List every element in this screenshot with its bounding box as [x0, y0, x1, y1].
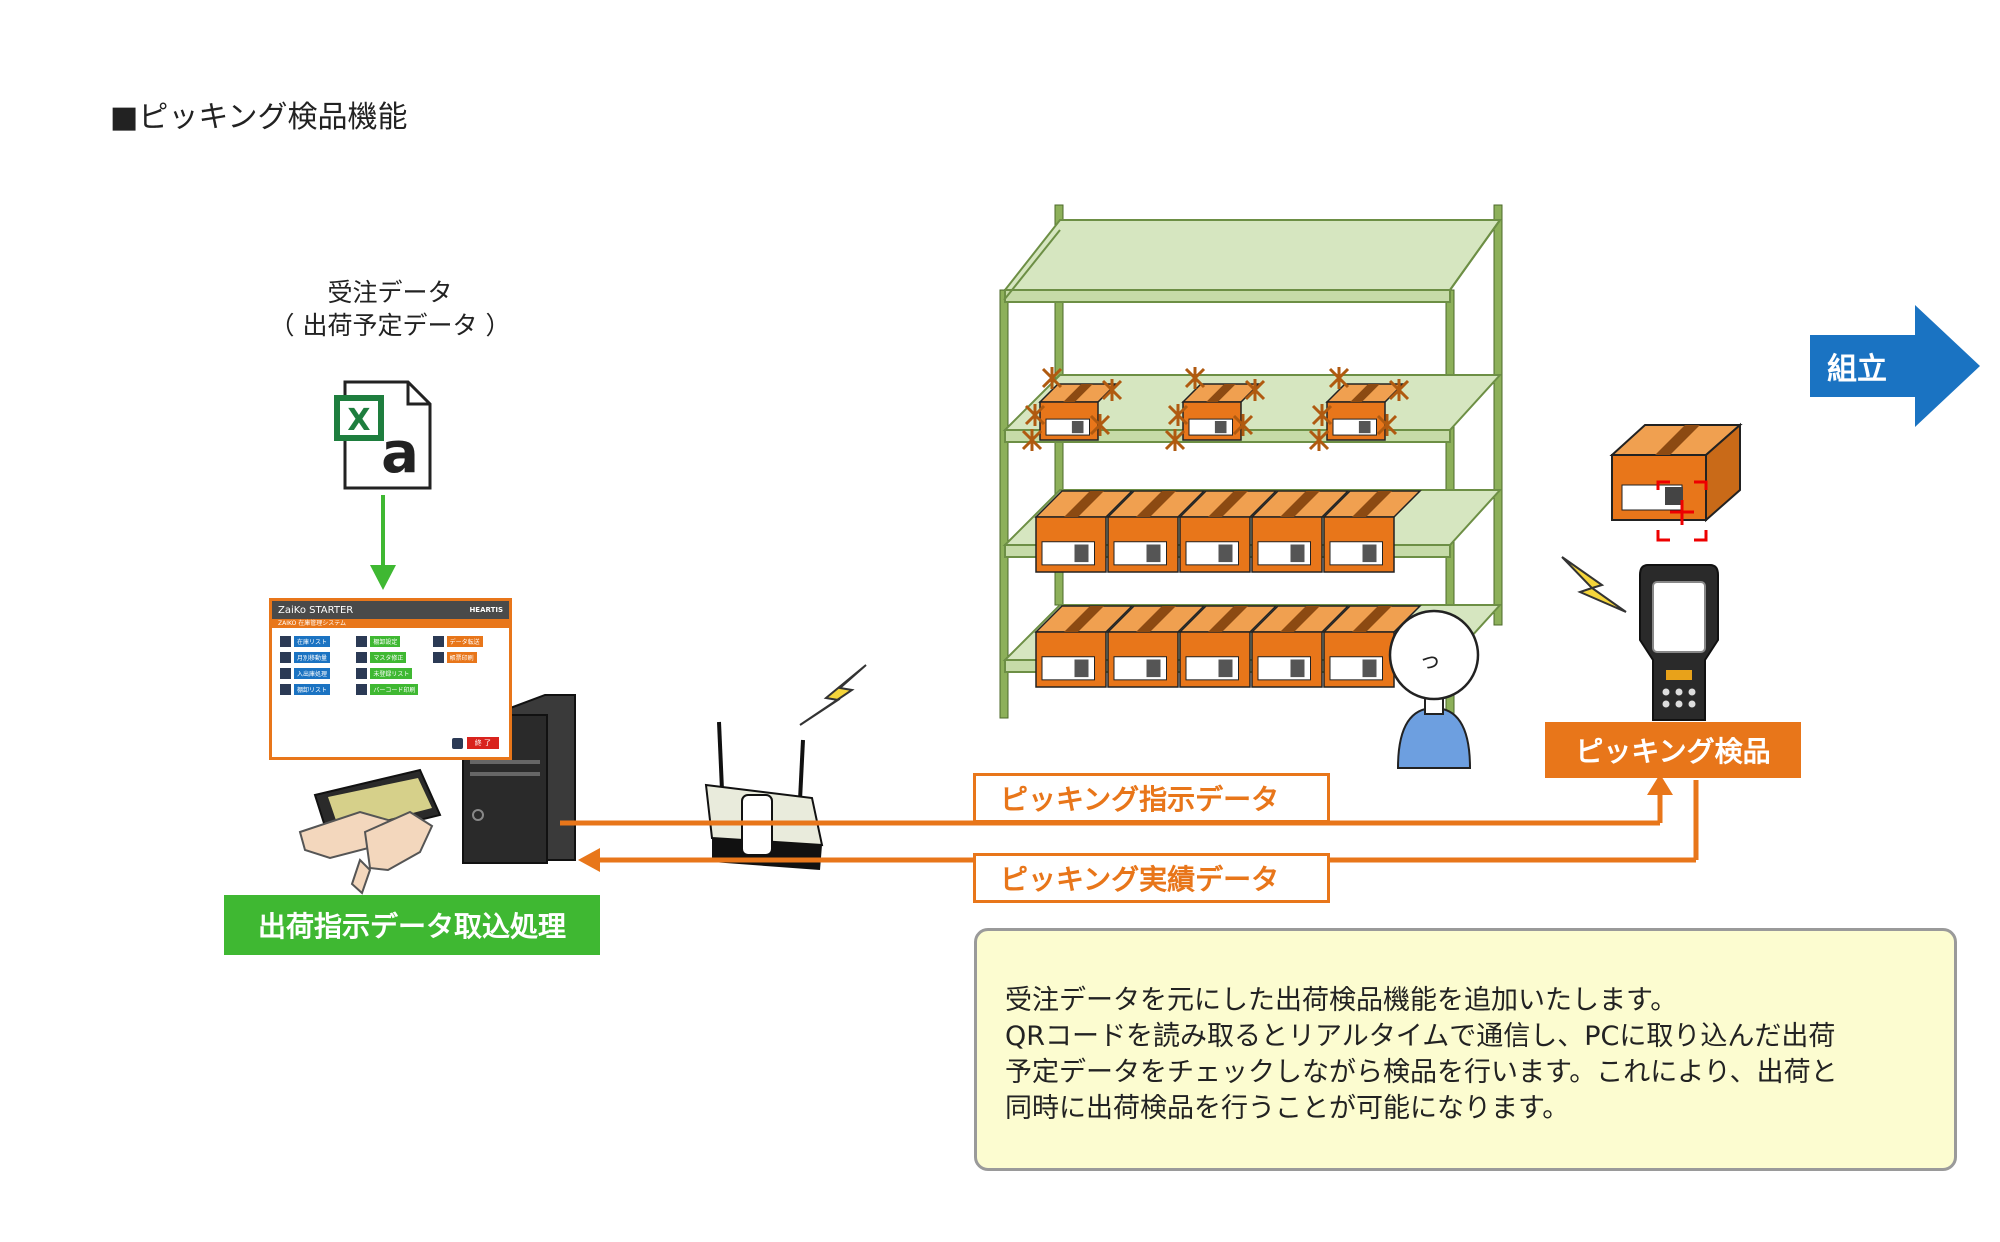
menu-icon	[280, 668, 291, 679]
cardboard-box-icon	[1250, 605, 1350, 688]
cardboard-box-icon	[1178, 605, 1278, 688]
svg-text:a: a	[381, 421, 419, 486]
wireless-router-icon	[704, 721, 824, 870]
menu-button-inventory-settings[interactable]: 棚卸設定	[356, 636, 426, 647]
import-process-label: 出荷指示データ取込処理	[224, 895, 600, 955]
svg-text:っ: っ	[1419, 649, 1441, 674]
menu-icon	[356, 684, 368, 695]
empty-slot-mark	[1311, 404, 1333, 426]
empty-slot-mark	[1308, 429, 1330, 451]
cardboard-box-icon	[1034, 490, 1134, 573]
picking-instruction-line	[560, 774, 1673, 826]
app-name: ZaiKo STARTER	[278, 604, 354, 616]
cardboard-box-icon	[1322, 490, 1422, 573]
empty-slot-mark	[1167, 404, 1189, 426]
menu-icon	[356, 636, 368, 647]
cardboard-box-icon	[1038, 383, 1118, 441]
description-line: QRコードを読み取るとリアルタイムで通信し、PCに取り込んだ出荷	[1005, 1021, 1836, 1052]
power-icon	[451, 737, 463, 749]
description-line: 予定データをチェックしながら検品を行います。これにより、出荷と	[1005, 1057, 1838, 1088]
pc-tower-icon	[462, 694, 576, 864]
cardboard-box-icon	[1106, 605, 1206, 688]
empty-slot-mark	[1232, 414, 1254, 436]
order-data-label: 受注データ （ 出荷予定データ ）	[250, 276, 530, 342]
empty-slot-mark	[1164, 429, 1186, 451]
menu-icon	[432, 652, 444, 663]
empty-slot-mark	[1328, 367, 1350, 389]
menu-icon	[356, 652, 368, 663]
import-arrow	[370, 495, 396, 590]
pc-monitor-screen: ZaiKo STARTER HEARTIS ZAIKO 在庫管理システム 在庫リ…	[269, 598, 512, 760]
menu-button-barcode-print[interactable]: バーコード印刷	[356, 684, 426, 695]
picking-check-label: ピッキング検品	[1545, 722, 1801, 778]
menu-button-stocktake-list[interactable]: 棚卸リスト	[280, 684, 350, 695]
cardboard-box-icon	[1034, 605, 1134, 688]
menu-button-in-out-process[interactable]: 入出庫処理	[280, 668, 350, 679]
menu-icon	[432, 636, 444, 647]
menu-button-master-edit[interactable]: マスタ修正	[356, 652, 426, 663]
exit-button[interactable]: 終 了	[466, 737, 499, 749]
menu-icon	[356, 668, 368, 679]
assembly-label: 組立	[1827, 352, 1887, 387]
cardboard-box-icon	[1250, 490, 1350, 573]
menu-button-unregistered-list[interactable]: 未登録リスト	[356, 668, 426, 679]
empty-slot-mark	[1184, 367, 1206, 389]
empty-slot-mark	[1021, 429, 1043, 451]
empty-slot-mark	[1101, 379, 1123, 401]
order-data-line2: （ 出荷予定データ ）	[269, 311, 511, 340]
menu-button-stock-list[interactable]: 在庫リスト	[280, 636, 350, 647]
description-line: 同時に出荷検品を行うことが可能になります。	[1005, 1093, 1570, 1124]
picking-instruction-label: ピッキング指示データ	[973, 773, 1330, 823]
scanned-box-icon	[1609, 422, 1743, 542]
menu-icon	[280, 652, 291, 663]
worker-icon: っ	[1388, 609, 1480, 769]
cardboard-box-icon	[1322, 605, 1422, 688]
menu-icon	[280, 684, 291, 695]
menu-button-data-transfer[interactable]: データ転送	[432, 636, 503, 647]
router-signal-icon	[799, 664, 867, 726]
assembly-arrow	[1810, 305, 1980, 427]
empty-slot-mark	[1024, 404, 1046, 426]
menu-button-report-print[interactable]: 帳票印刷	[432, 652, 503, 663]
description-line: 受注データを元にした出荷検品機能を追加いたします。	[1005, 985, 1678, 1016]
shelf-boxes	[1021, 367, 1422, 688]
description-note: 受注データを元にした出荷検品機能を追加いたします。 QRコードを読み取るとリアル…	[974, 928, 1957, 1171]
excel-file-icon: X a	[334, 380, 432, 490]
cardboard-box-icon	[1106, 490, 1206, 573]
cardboard-box-icon	[1178, 490, 1278, 573]
app-subtitle: ZAIKO 在庫管理システム	[272, 619, 509, 628]
empty-slot-mark	[1388, 379, 1410, 401]
empty-slot-mark	[1089, 414, 1111, 436]
typing-hands-icon	[298, 810, 434, 895]
empty-slot-mark	[1041, 367, 1063, 389]
menu-icon	[280, 636, 291, 647]
order-data-line1: 受注データ	[327, 278, 453, 307]
empty-slot-mark	[1376, 414, 1398, 436]
handheld-scanner-icon	[1639, 564, 1719, 721]
menu-button-monthly-movement[interactable]: 月別移動量	[280, 652, 350, 663]
empty-slot-mark	[1244, 379, 1266, 401]
scanner-signal-icon	[1561, 556, 1627, 613]
svg-text:X: X	[347, 403, 370, 438]
app-brand: HEARTIS	[469, 606, 503, 614]
picking-result-label: ピッキング実績データ	[973, 853, 1330, 903]
cardboard-box-icon	[1325, 383, 1405, 441]
page-title: ■ピッキング検品機能	[110, 100, 408, 135]
